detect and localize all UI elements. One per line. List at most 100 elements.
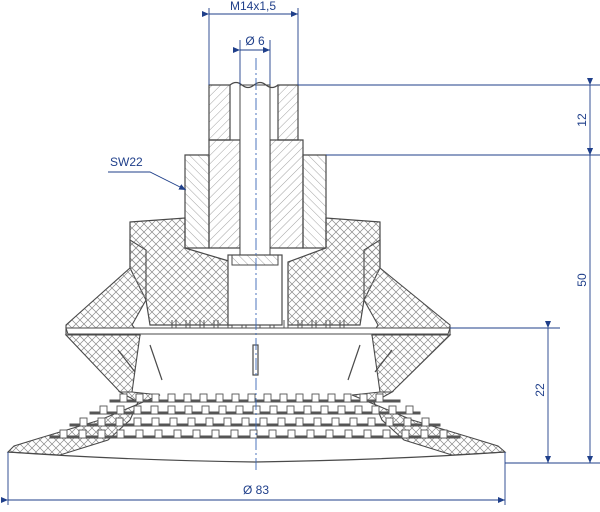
rib-tooth — [268, 429, 277, 439]
rib-tooth — [205, 417, 214, 427]
rib-tooth — [167, 393, 176, 403]
rib-tooth — [349, 417, 358, 427]
dimensions — [1, 8, 600, 505]
thread-top — [229, 81, 279, 89]
rib-tooth — [151, 393, 160, 403]
rib-tooth — [119, 393, 128, 403]
bellow-wall-right — [363, 239, 451, 336]
rib-tooth — [277, 417, 286, 427]
inner-diaphragm — [65, 327, 451, 335]
rib-tooth — [367, 417, 376, 427]
rib-tooth — [439, 429, 448, 439]
rib-tooth — [385, 417, 394, 427]
rib-tooth — [199, 393, 208, 403]
diaphragm-rib — [339, 320, 345, 328]
rib-tooth — [269, 405, 278, 415]
rib-tooth — [363, 429, 372, 439]
insert-top-lip — [231, 254, 279, 266]
rib-tooth — [97, 417, 106, 427]
rib-tooth — [241, 417, 250, 427]
rib-tooth — [306, 429, 315, 439]
rib-tooth — [337, 405, 346, 415]
rib-tooth — [215, 393, 224, 403]
rib-tooth — [327, 393, 336, 403]
rib-tooth — [133, 417, 142, 427]
diaphragm-rib — [199, 320, 205, 328]
rib-tooth — [295, 417, 304, 427]
rib-tooth — [388, 405, 397, 415]
rib-tooth — [133, 405, 142, 415]
bore-label: Ø 6 — [245, 34, 265, 48]
rib-tooth — [343, 393, 352, 403]
height-lower-label: 22 — [533, 383, 547, 397]
rib-tooth — [344, 429, 353, 439]
rib-tooth — [211, 429, 220, 439]
rib-tooth — [249, 429, 258, 439]
height-top-label: 12 — [575, 113, 589, 127]
diaphragm-rib — [325, 320, 331, 328]
central-bore — [239, 84, 271, 266]
diaphragm-rib — [185, 320, 191, 328]
rib-tooth — [311, 393, 320, 403]
rib-tooth — [313, 417, 322, 427]
rib-tooth — [401, 429, 410, 439]
rib-tooth — [187, 417, 196, 427]
rib-tooth — [223, 417, 232, 427]
lower-bellow-right — [371, 334, 452, 393]
rib-tooth — [59, 429, 68, 439]
rib-tooth — [79, 417, 88, 427]
rib-tooth — [320, 405, 329, 415]
rib-tooth — [303, 405, 312, 415]
wrench-label: SW22 — [110, 155, 143, 169]
rib-tooth — [279, 393, 288, 403]
rib-tooth — [235, 405, 244, 415]
rib-tooth — [295, 393, 304, 403]
rib-tooth — [247, 393, 256, 403]
rib-tooth — [150, 405, 159, 415]
rib-tooth — [252, 405, 261, 415]
rib-tooth — [354, 405, 363, 415]
rib-tooth — [382, 429, 391, 439]
rib-tooth — [331, 417, 340, 427]
rib-tooth — [286, 405, 295, 415]
rib-tooth — [403, 417, 412, 427]
diaphragm-rib — [283, 320, 289, 328]
rib-tooth — [78, 429, 87, 439]
rib-tooth — [359, 393, 368, 403]
diameter-label: Ø 83 — [243, 483, 269, 497]
rib-tooth — [116, 405, 125, 415]
rib-tooth — [259, 417, 268, 427]
rib-tooth — [116, 429, 125, 439]
rib-tooth — [151, 417, 160, 427]
cup-body — [6, 217, 507, 463]
diaphragm-rib — [171, 320, 177, 328]
hex-body-right — [302, 154, 327, 249]
rib-tooth — [201, 405, 210, 415]
rib-tooth — [115, 417, 124, 427]
thread-stem-left — [208, 84, 231, 141]
diaphragm-rib — [213, 320, 219, 328]
diaphragm-rib — [297, 320, 303, 328]
rib-tooth — [135, 393, 144, 403]
rib-tooth — [218, 405, 227, 415]
support-ribs — [49, 393, 461, 439]
rib-tooth — [97, 429, 106, 439]
rib-tooth — [169, 417, 178, 427]
fitting — [184, 81, 327, 326]
diaphragm-rib — [311, 320, 317, 328]
bellow-wall-left — [65, 239, 147, 336]
height-total-label: 50 — [575, 273, 589, 287]
thread-stem-right — [277, 84, 299, 141]
rib-tooth — [263, 393, 272, 403]
rib-tooth — [325, 429, 334, 439]
rib-tooth — [135, 429, 144, 439]
lip-right — [351, 391, 507, 456]
rib-tooth — [287, 429, 296, 439]
rib-tooth — [375, 393, 384, 403]
rib-tooth — [167, 405, 176, 415]
bore-wall-left — [208, 139, 241, 249]
rib-tooth — [99, 405, 108, 415]
rib-tooth — [230, 429, 239, 439]
rib-tooth — [231, 393, 240, 403]
